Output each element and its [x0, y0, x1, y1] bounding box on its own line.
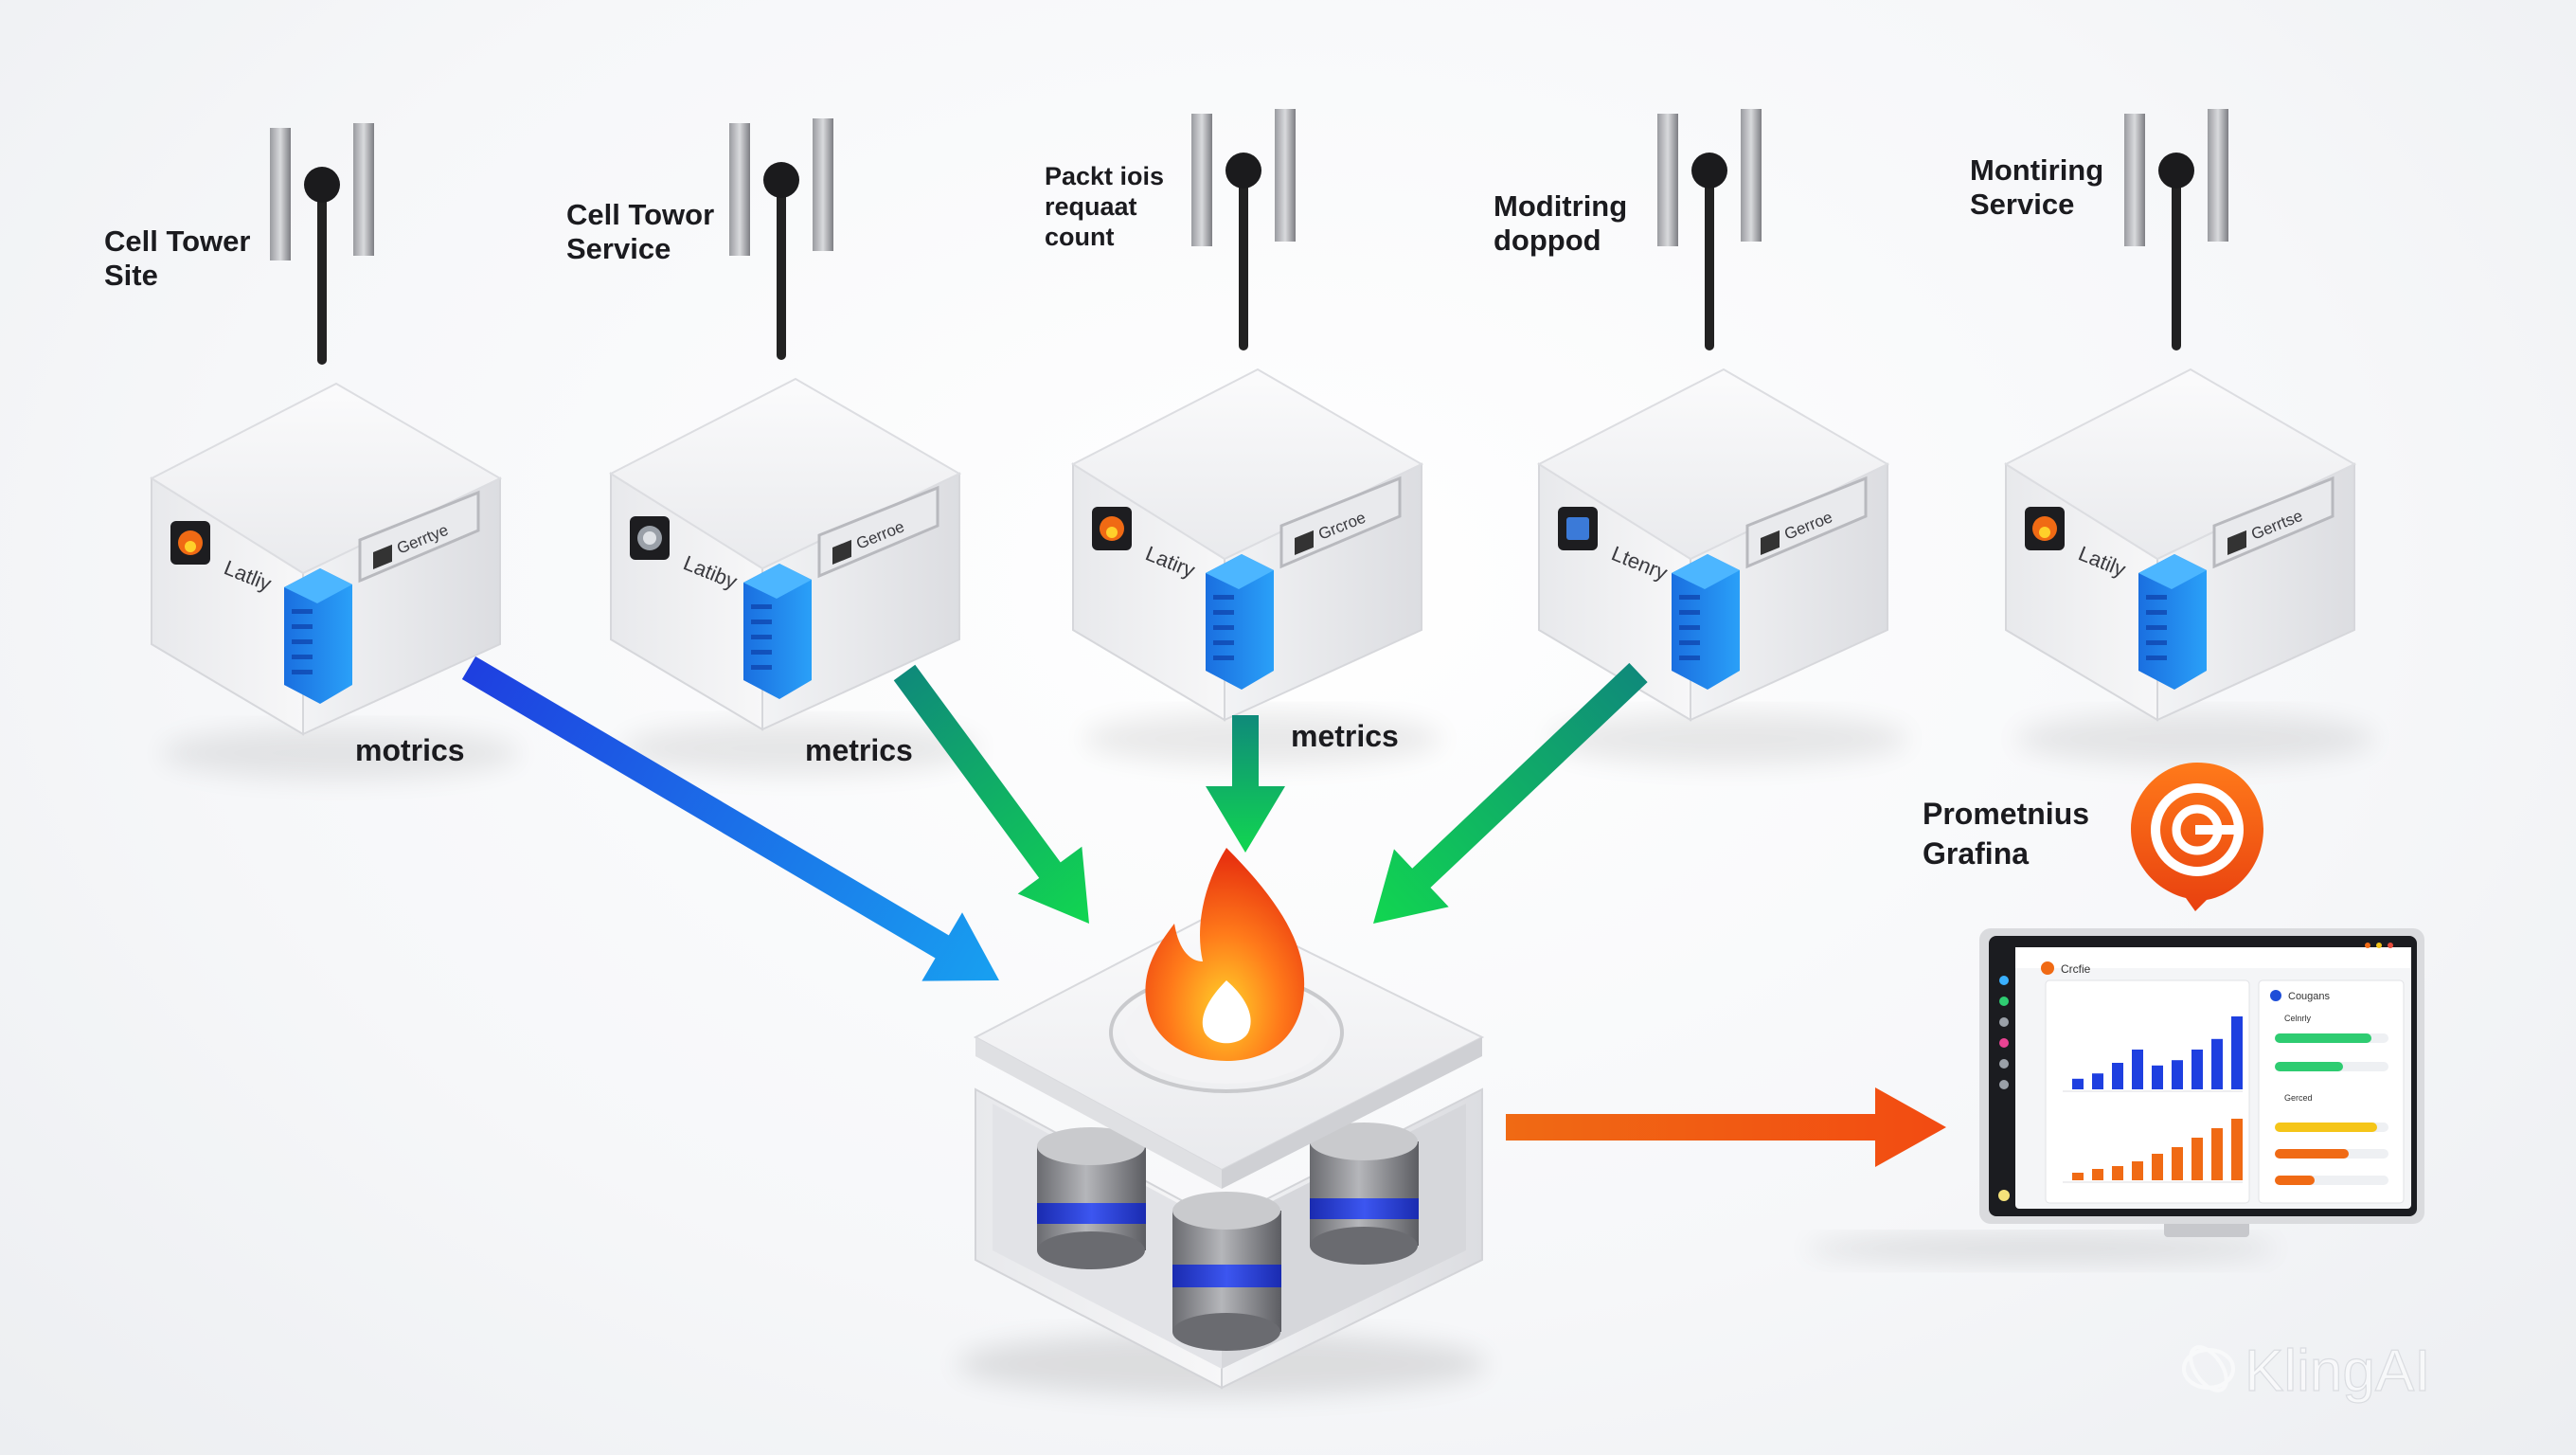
tower-title-line: Site	[104, 259, 158, 292]
progress-bars	[2275, 1033, 2388, 1185]
metrics-arrow-2: metrics	[805, 664, 1089, 924]
server-icon	[284, 568, 352, 704]
chart-icon	[1558, 507, 1598, 550]
metrics-arrow-1: motrics	[355, 656, 999, 981]
blue-bar	[2172, 1060, 2183, 1089]
tower-title-line: count	[1045, 223, 1115, 251]
legend-label-2: Gerced	[2284, 1093, 2313, 1103]
progress-bar-fill	[2275, 1149, 2349, 1159]
progress-bar-fill	[2275, 1033, 2371, 1043]
watermark: KlingAI	[2182, 1338, 2431, 1405]
globe-icon	[630, 516, 670, 560]
arrow-label: metrics	[805, 733, 913, 767]
database-cylinder-right	[1310, 1123, 1419, 1265]
antenna-icon	[2124, 109, 2228, 350]
tower-title-line: Service	[566, 232, 671, 265]
blue-bar	[2231, 1016, 2243, 1089]
antenna-icon	[1657, 109, 1762, 350]
orange-bar	[2152, 1154, 2163, 1180]
tower-title-line: Montiring	[1970, 153, 2103, 187]
kling-logo-icon	[2182, 1345, 2235, 1392]
sidebar-nav-icon[interactable]	[1999, 1038, 2009, 1048]
prometheus-hub-node	[957, 848, 1487, 1396]
tower-title-line: Cell Tower	[104, 225, 250, 258]
antenna-icon	[1191, 109, 1296, 350]
orange-bar	[2072, 1173, 2084, 1180]
arrow-label: motrics	[355, 733, 465, 767]
server-icon	[743, 564, 812, 699]
sidebar-nav-icon[interactable]	[1999, 1059, 2009, 1069]
blue-bar	[2152, 1065, 2163, 1089]
prometheus-label: Prometnius	[1923, 797, 2089, 831]
server-icon	[1672, 554, 1740, 690]
orange-bar-series	[2063, 1119, 2243, 1183]
panel-title: Cougans	[2288, 991, 2331, 1002]
tower-status-chip: Grcroe	[1279, 476, 1402, 569]
dashboard-sidebar[interactable]	[1998, 976, 2010, 1201]
prometheus-grafana-label: Prometnius Grafina	[1923, 797, 2089, 871]
progress-bar-fill	[2275, 1062, 2343, 1071]
database-cylinder-center	[1172, 1192, 1281, 1351]
blue-bar-series	[2063, 1016, 2243, 1092]
tower-title-line: Moditring	[1494, 189, 1627, 223]
progress-bar-fill	[2275, 1176, 2315, 1185]
tower-title-line: Cell Towor	[566, 198, 714, 231]
legend-label-1: Celnrly	[2284, 1014, 2312, 1023]
antenna-icon	[729, 118, 833, 360]
server-icon	[1206, 554, 1274, 690]
tower-title-line: doppod	[1494, 224, 1601, 257]
orange-bar	[2172, 1147, 2183, 1180]
output-arrow-to-grafana	[1506, 1087, 1946, 1167]
grafana-label: Grafina	[1923, 836, 2029, 871]
metrics-arrow-3: metrics	[1206, 715, 1399, 853]
metrics-arrows: motrics metrics metrics	[355, 656, 1648, 981]
orange-bar	[2112, 1166, 2123, 1180]
tower-title-line: Service	[1970, 188, 2074, 221]
blue-bar	[2072, 1078, 2084, 1089]
blue-bar	[2211, 1038, 2223, 1089]
server-icon	[2138, 554, 2207, 690]
blue-bar	[2191, 1050, 2203, 1089]
fire-icon	[170, 521, 210, 565]
dashboard-logo-icon	[2041, 961, 2054, 975]
user-avatar[interactable]	[1998, 1190, 2010, 1201]
orange-bar	[2231, 1119, 2243, 1180]
arrow-label: metrics	[1291, 719, 1399, 753]
grafana-dashboard-monitor: Crcfie Cougans Celnrly Gerced	[1804, 928, 2424, 1262]
orange-bar	[2092, 1169, 2103, 1180]
fire-icon	[2025, 507, 2065, 550]
panel-icon	[2270, 990, 2281, 1001]
sidebar-nav-icon[interactable]	[1999, 976, 2009, 985]
progress-bar-fill	[2275, 1123, 2377, 1132]
sidebar-nav-icon[interactable]	[1999, 1017, 2009, 1027]
orange-bar	[2132, 1161, 2143, 1180]
tower-title-line: requaat	[1045, 192, 1137, 221]
watermark-text: KlingAI	[2245, 1338, 2430, 1404]
tower-status-chip: Gerroe	[1745, 476, 1868, 569]
database-cylinder-left	[1037, 1127, 1146, 1269]
blue-bar	[2092, 1073, 2103, 1089]
tower-title-line: Packt iois	[1045, 162, 1164, 190]
fire-icon	[1092, 507, 1132, 550]
blue-bar	[2132, 1050, 2143, 1089]
sidebar-nav-icon[interactable]	[1999, 997, 2009, 1006]
tower-status-chip: Gerroe	[817, 485, 939, 579]
flame-icon	[1145, 848, 1305, 1061]
antenna-icon	[270, 123, 374, 365]
metrics-arrow-4	[1373, 662, 1648, 924]
sidebar-nav-icon[interactable]	[1999, 1080, 2009, 1089]
grafana-logo-icon	[2131, 763, 2263, 911]
dashboard-title: Crcfie	[2061, 962, 2091, 976]
orange-bar	[2211, 1128, 2223, 1180]
blue-bar	[2112, 1063, 2123, 1089]
orange-bar	[2191, 1138, 2203, 1180]
